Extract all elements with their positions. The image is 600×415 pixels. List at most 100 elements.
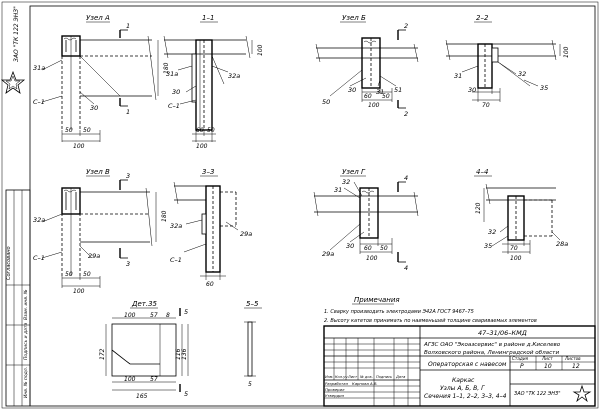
view-title-sec-1: 1–1 [202,14,214,22]
margin-vzam: Взам. инв. № [23,289,29,320]
tb-project-line2: Волховского района, Ленинградской област… [424,350,559,356]
margin-podpis: Подпись и дата [23,322,29,360]
tb-stage-header: Стадия [512,356,529,361]
dim-8-det-top: 8 [166,312,170,319]
dim-50-a2: 50 [83,127,91,134]
tb-section-name: Операторская с навесом [428,361,507,368]
mark-4-bot-g: 4 [404,264,408,272]
mark-30-b: 30 [348,86,356,94]
tb-drawing-title1: Каркас [452,377,475,384]
node-a-drawing [41,29,159,142]
tb-col-data: Дата [395,375,405,379]
tb-col-izm: Изм. [325,375,333,379]
dim-50-b: 50 [382,93,390,100]
mark-2-bot-b: 2 [404,110,408,118]
tb-col-ndok: № док. [359,375,373,379]
tb-col-kol: Кол.уч [335,375,347,379]
mark-5-top-det: 5 [184,308,188,316]
dim-100-det-bot: 100 [124,376,136,383]
tb-drawing-title2: Узлы А, Б, В, Г [440,385,485,392]
view-title-sec-2: 2–2 [476,14,489,22]
dim-100-1v: 100 [257,44,264,56]
mark-32a-3: 32а [170,222,182,230]
dim-100-v: 100 [73,288,85,295]
view-title-sec-5: 5–5 [246,300,259,308]
left-margin-stamp [5,189,31,407]
mark-51-b: 51 [394,86,402,94]
section-5-drawing [244,321,256,377]
mark-31-g: 31 [334,186,342,194]
dim-136-det: 136 [181,348,188,360]
mark-30-a: 30 [90,104,98,112]
mark-30-g: 30 [346,242,354,250]
mark-31a-1: 31а [166,70,178,78]
margin-soglasovano: Согласовано [6,246,12,280]
dim-50-1: 50 [207,127,215,134]
dim-50-v1: 50 [65,271,73,278]
tb-sheets: 12 [572,363,580,370]
mark-32a-1: 32а [228,72,240,80]
mark-31a-a: 31а [33,64,45,72]
detail-35-drawing [105,308,189,392]
mark-1-bot-a: 1 [126,108,130,116]
tb-role-proveril: Проверил [325,387,345,392]
dim-60-g: 60 [364,245,372,252]
title-block [323,325,596,407]
logo-text: ЗАО "ТК 122 ЭНЗ" [13,6,20,62]
mark-c1-a: С–1 [33,98,45,106]
section-3-drawing [173,181,239,280]
view-title-sec-3: 3–3 [202,168,214,176]
mark-30-1: 30 [172,88,180,96]
dim-180-a: 180 [163,62,170,74]
dim-60-1: 60 [196,127,204,134]
margin-inv-podl: Инв. № подл. [23,367,29,398]
dim-57-det-bot: 57 [150,376,158,383]
dim-172-det: 172 [99,348,106,360]
dim-100-4: 100 [510,255,522,262]
mark-4-top-g: 4 [404,174,408,182]
node-v-drawing [41,179,157,288]
view-title-det-35: Дет.35 [131,300,158,308]
section-4-drawing [483,183,561,254]
dim-116-det: 116 [175,348,182,360]
tb-company: ЗАО "ТК 122 ЭНЗ" [514,391,561,397]
dim-120-4v: 120 [475,202,482,214]
mark-29a-g: 29а [322,250,334,258]
mark-29a-3: 29а [240,230,252,238]
view-title-uzel-g: Узел Г [342,168,366,176]
dim-70-2: 70 [482,102,490,109]
tb-project-line1: АГЗС ОАО "Экоазсервис" в районе д.Киселе… [423,342,561,348]
dim-165-det: 165 [136,393,148,400]
dim-50-g: 50 [380,245,388,252]
mark-c1-v: С–1 [33,254,45,262]
dim-5-sec5: 5 [248,381,252,388]
dim-60-3: 60 [206,281,214,288]
section-2-drawing [445,39,561,102]
section-1-drawing [163,35,253,142]
tb-stage: Р [520,363,524,370]
notes-heading: Примечания [354,296,400,304]
dim-100-det-top: 100 [124,312,136,319]
tb-col-list: Лист [347,375,358,379]
mark-1-top-a: 1 [126,22,130,30]
dim-60-b: 60 [364,93,372,100]
mark-c1-3: С–1 [170,256,182,264]
mark-50-b: 50 [322,98,330,106]
mark-c1-1: С–1 [168,102,180,110]
dim-100-1: 100 [196,143,208,150]
view-title-uzel-v: Узел В [86,168,110,176]
dim-50-v2: 50 [83,271,91,278]
tb-col-podpis: Подпись [376,375,392,379]
tb-role-utverdil: Утвердил [325,393,345,398]
view-title-uzel-b: Узел Б [342,14,366,22]
dim-100-g: 100 [366,255,378,262]
mark-3-top-v: 3 [126,172,130,180]
dim-70-4: 70 [510,245,518,252]
mark-2-top-b: 2 [404,22,408,30]
mark-32-2: 32 [518,70,526,78]
node-g-drawing [313,181,419,263]
mark-35-2: 35 [540,84,548,92]
dim-100-b: 100 [368,102,380,109]
